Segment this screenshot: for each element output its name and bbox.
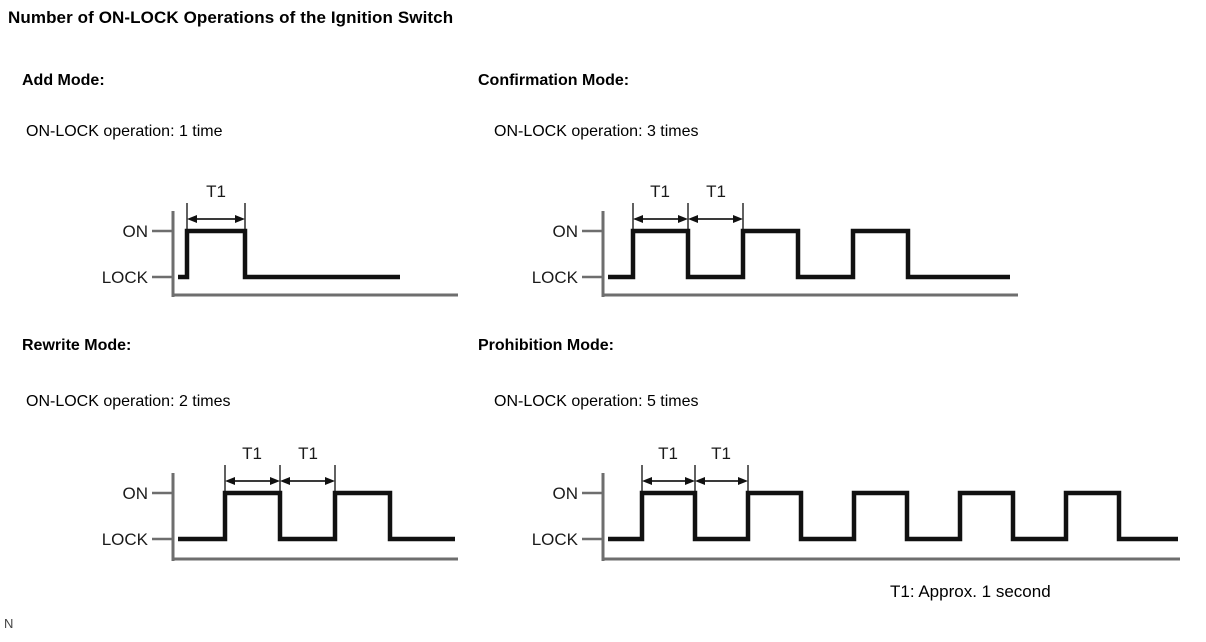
t1-arrowhead-left-2 — [280, 477, 290, 485]
t1-arrowhead-right-1 — [685, 477, 695, 485]
panel-heading-confirmation-mode: Confirmation Mode: — [478, 72, 630, 89]
t1-arrowhead-right-2 — [325, 477, 335, 485]
axis-label-on: ON — [123, 484, 149, 503]
t1-arrowhead-right — [235, 215, 245, 223]
t1-arrowhead-right-1 — [678, 215, 688, 223]
panel-subtitle-add-mode: ON-LOCK operation: 1 time — [26, 123, 223, 140]
t1-arrowhead-left-1 — [633, 215, 643, 223]
t1-label-2: T1 — [706, 182, 726, 201]
axis-label-lock: LOCK — [532, 530, 579, 549]
t1-label-1: T1 — [658, 444, 678, 463]
t1-arrowhead-left-2 — [688, 215, 698, 223]
axis-label-lock: LOCK — [102, 530, 149, 549]
t1-arrowhead-left — [187, 215, 197, 223]
waveform-prohibition-mode: ON LOCK T1 T1 — [532, 444, 1180, 561]
signal-trace — [178, 228, 400, 280]
axis-label-on: ON — [123, 222, 149, 241]
axis-label-lock: LOCK — [102, 268, 149, 287]
axis-label-on: ON — [553, 484, 579, 503]
footnote-t1-definition: T1: Approx. 1 second — [890, 582, 1051, 601]
t1-label-2: T1 — [711, 444, 731, 463]
panel-subtitle-prohibition-mode: ON-LOCK operation: 5 times — [494, 393, 699, 410]
axis-label-on: ON — [553, 222, 579, 241]
t1-label-1: T1 — [242, 444, 262, 463]
panel-heading-add-mode: Add Mode: — [22, 72, 105, 89]
signal-trace — [608, 490, 1178, 542]
t1-arrowhead-right-1 — [270, 477, 280, 485]
panel-subtitle-rewrite-mode: ON-LOCK operation: 2 times — [26, 393, 231, 410]
signal-trace — [608, 228, 1010, 280]
corner-mark: N — [4, 616, 14, 631]
panel-subtitle-confirmation-mode: ON-LOCK operation: 3 times — [494, 123, 699, 140]
t1-label-1: T1 — [650, 182, 670, 201]
t1-arrowhead-left-1 — [642, 477, 652, 485]
waveform-add-mode: ON LOCK T1 — [102, 182, 458, 297]
t1-label: T1 — [206, 182, 226, 201]
waveform-confirmation-mode: ON LOCK T1 T1 — [532, 182, 1018, 297]
t1-arrowhead-right-2 — [733, 215, 743, 223]
t1-label-2: T1 — [298, 444, 318, 463]
t1-arrowhead-left-2 — [695, 477, 705, 485]
waveform-rewrite-mode: ON LOCK T1 T1 — [102, 444, 458, 561]
t1-arrowhead-left-1 — [225, 477, 235, 485]
page-title: Number of ON-LOCK Operations of the Igni… — [8, 8, 454, 27]
panel-heading-prohibition-mode: Prohibition Mode: — [478, 337, 614, 354]
t1-arrowhead-right-2 — [738, 477, 748, 485]
signal-trace — [178, 490, 455, 542]
axis-label-lock: LOCK — [532, 268, 579, 287]
panel-heading-rewrite-mode: Rewrite Mode: — [22, 337, 132, 354]
